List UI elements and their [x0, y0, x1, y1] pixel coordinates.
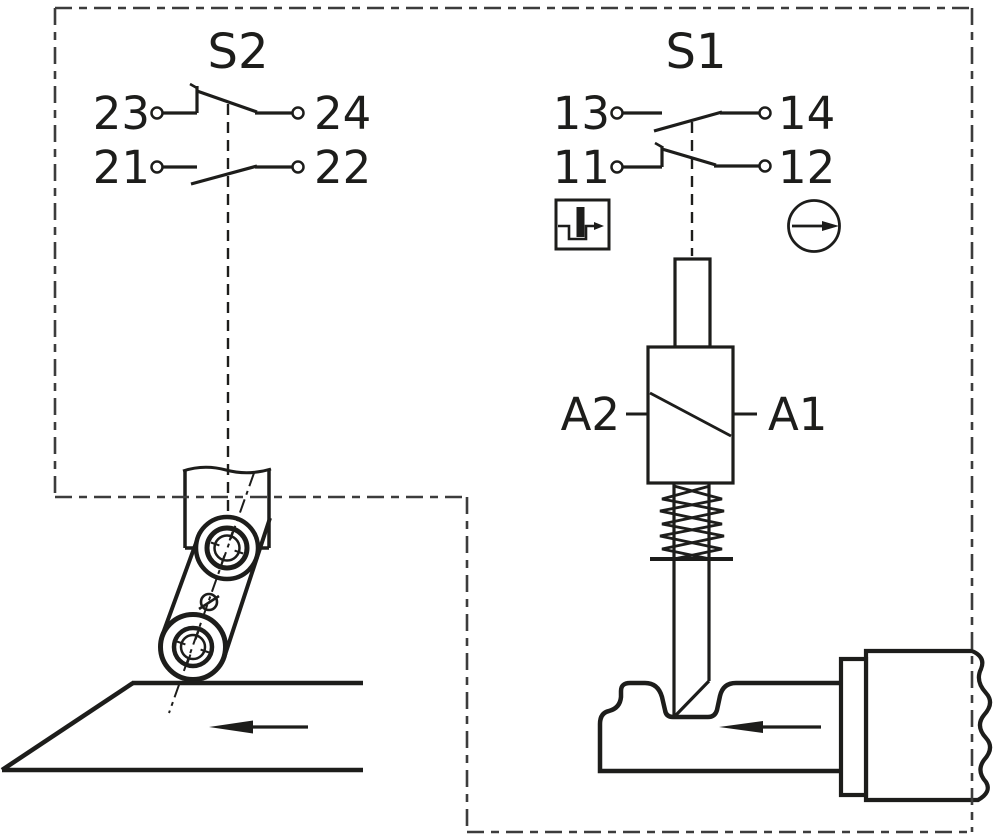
- s2-contact-21-22: 21 22: [93, 141, 372, 194]
- block-with-break-edge: [863, 648, 993, 803]
- terminal-label-a1: A1: [768, 388, 827, 441]
- housing-break-line: [182, 465, 272, 475]
- terminal-label-22: 22: [314, 141, 371, 194]
- icon-plunger-bar: [576, 207, 585, 237]
- contact-blade: [661, 147, 717, 167]
- terminal-label-13: 13: [553, 87, 610, 140]
- lever-pivot: [193, 514, 261, 582]
- terminal-circle-22: [291, 160, 305, 174]
- terminal-label-21: 21: [93, 141, 150, 194]
- icon-arrowhead: [822, 221, 839, 231]
- ramp-dog: [0, 680, 363, 773]
- s2-contact-23-24: 23 24: [93, 82, 371, 140]
- lever-arm-right-edge: [222, 517, 272, 659]
- contact-blade: [190, 164, 258, 186]
- terminal-circle-24: [291, 106, 305, 120]
- solenoid-actuator: A2 A1: [561, 257, 827, 717]
- terminal-circle-13: [610, 106, 624, 120]
- terminal-label-23: 23: [93, 87, 150, 140]
- return-spring: [650, 484, 733, 561]
- contact-blade: [196, 89, 258, 114]
- roller-lever-actuator: [158, 465, 272, 714]
- solenoid-diagonal: [649, 391, 732, 438]
- terminal-label-14: 14: [778, 87, 835, 140]
- plunger-tip-chamfer: [674, 679, 711, 717]
- actuation-direction-icon: [787, 199, 841, 253]
- positive-opening-hook: [654, 141, 663, 149]
- switch-s1: S1 13 14 11 12: [553, 24, 836, 256]
- icon-cam-notch-path: [558, 224, 595, 241]
- terminal-label-11: 11: [553, 141, 610, 194]
- terminal-label-24: 24: [314, 87, 371, 140]
- terminal-circle-11: [610, 160, 624, 174]
- terminal-circle-14: [758, 106, 772, 120]
- lever-screw: [198, 592, 220, 612]
- icon-arrowhead: [594, 222, 604, 230]
- rail-motion-arrow: [719, 721, 821, 733]
- lever-centerline: [168, 472, 255, 714]
- cam-rail: [597, 680, 842, 774]
- terminal-circle-23: [150, 106, 164, 120]
- positive-opening-hook: [189, 82, 198, 90]
- terminal-circle-12: [758, 159, 772, 173]
- solenoid-plunger-top: [673, 257, 712, 349]
- lever-arm-left-edge: [160, 531, 202, 637]
- switch-s2: S2 23 24 21 22: [93, 24, 372, 512]
- ramp-motion-arrow: [209, 720, 308, 734]
- cam-plunger-actuation-icon: [554, 198, 611, 251]
- terminal-label-12: 12: [778, 141, 835, 194]
- switch-s1-title: S1: [665, 24, 726, 80]
- s1-contact-11-12: 11 12: [553, 141, 836, 194]
- contact-blade: [653, 110, 723, 133]
- machine-block: [838, 648, 993, 803]
- terminal-label-a2: A2: [561, 388, 620, 441]
- enclosure-frame: [53, 6, 974, 834]
- switch-s2-title: S2: [207, 24, 268, 80]
- lever-roller: [158, 612, 228, 682]
- s1-contact-13-14: 13 14: [553, 87, 836, 140]
- terminal-circle-21: [150, 160, 164, 174]
- block-flange: [838, 656, 869, 798]
